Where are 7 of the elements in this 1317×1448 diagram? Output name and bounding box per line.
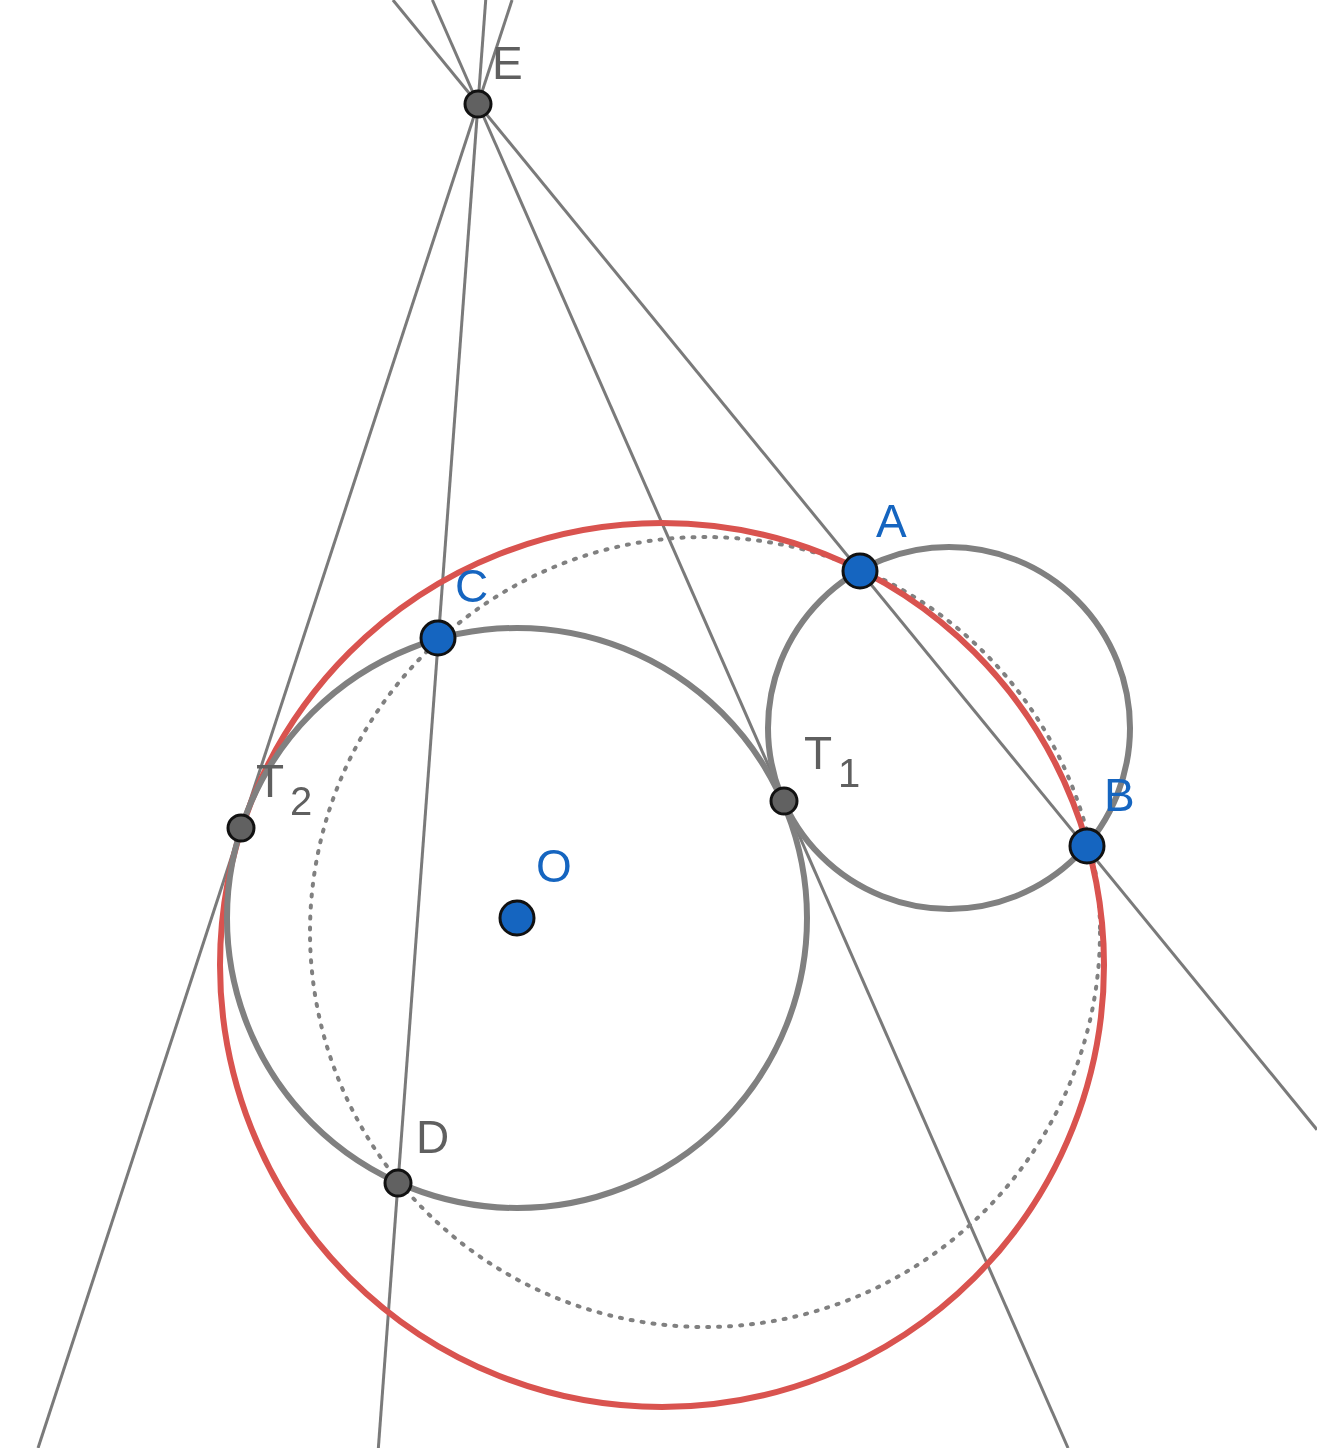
point-label: O [536, 843, 572, 889]
point-label: C [455, 563, 489, 609]
point-label: D [416, 1114, 450, 1160]
point-label: B [1104, 772, 1135, 818]
point-label: T$_{1}$ [804, 730, 861, 793]
point-label: A [876, 498, 907, 544]
point-label: E [492, 40, 523, 86]
